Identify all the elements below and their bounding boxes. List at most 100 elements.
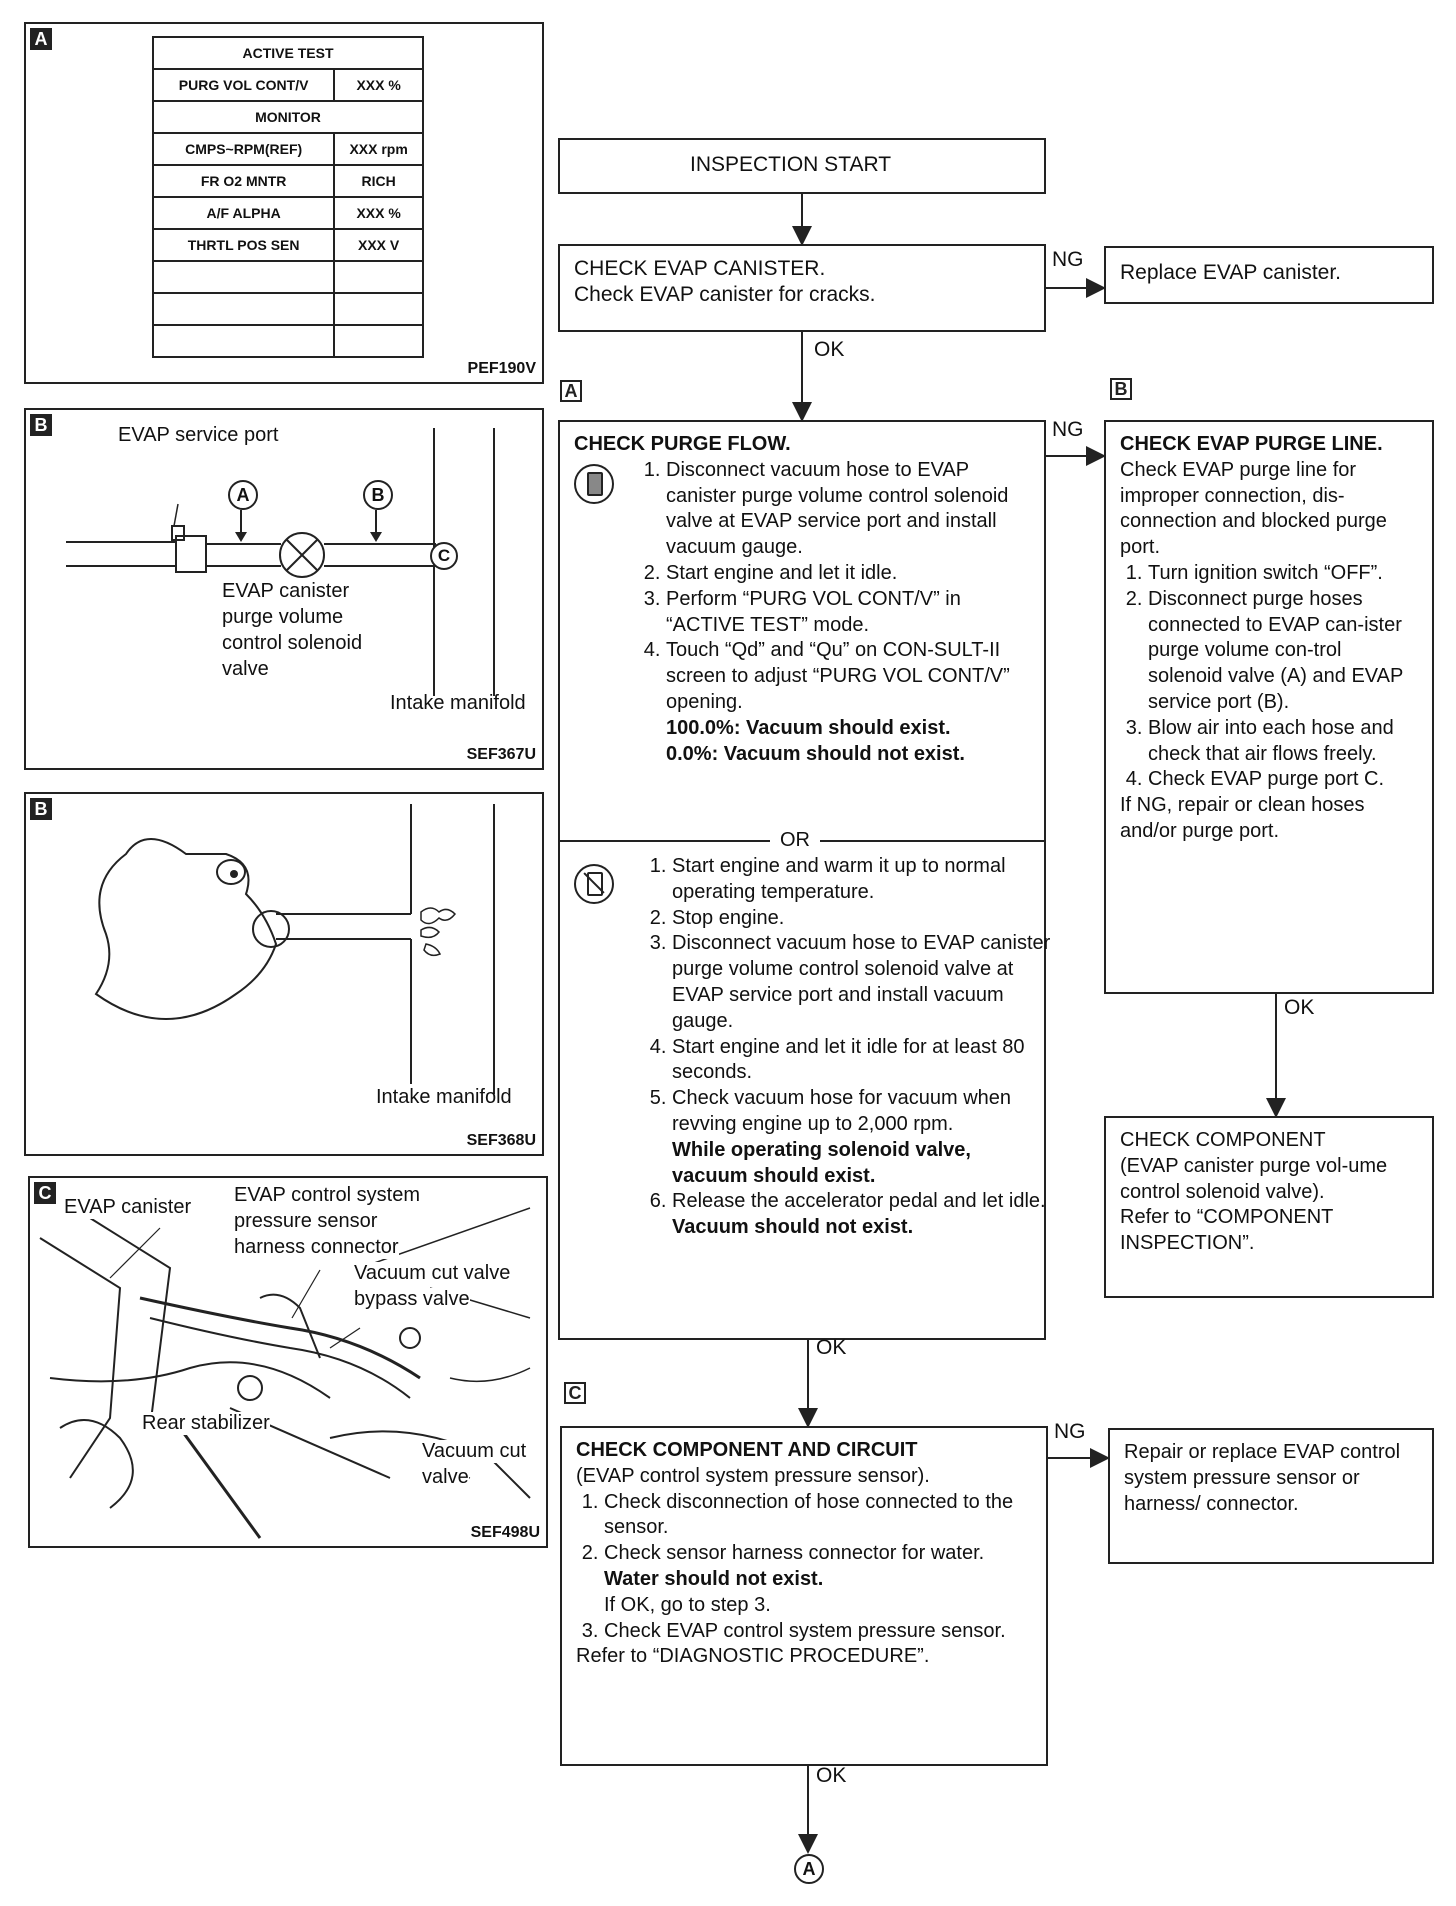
monitor-row-label: THRTL POS SEN [151, 228, 336, 262]
purge-result-2: 0.0%: Vacuum should not exist. [666, 742, 965, 765]
circuit-step-2-bold: Water should not exist. [604, 1567, 824, 1590]
purge-steps-manual: Start engine and warm it up to normal op… [652, 854, 1052, 1241]
purge-step: Disconnect vacuum hose to EVAP canister … [666, 458, 1030, 561]
ok-label: OK [1284, 996, 1315, 1019]
panel-a-code: PEF190V [467, 360, 536, 377]
flow-badge-b: B [1110, 378, 1132, 400]
stabilizer-label: Rear stabilizer [142, 1412, 270, 1435]
purg-vol-value: XXX % [333, 68, 424, 102]
repair-replace-box: Repair or replace EVAP control system pr… [1108, 1428, 1434, 1564]
purge-line-step: Turn ignition switch “OFF”. [1148, 561, 1418, 587]
ok-label: OK [816, 1336, 847, 1359]
check-canister-text: Check EVAP canister for cracks. [574, 283, 876, 306]
empty-cell [333, 260, 424, 294]
sensor-label-line: EVAP control system [234, 1184, 420, 1207]
repair-replace-text: Repair or replace EVAP control system pr… [1124, 1441, 1401, 1515]
circuit-step-2-tail: If OK, go to step 3. [604, 1593, 771, 1616]
component-refer: Refer to “COMPONENT INSPECTION”. [1120, 1206, 1333, 1255]
purge-line-steps: Turn ignition switch “OFF”. Disconnect p… [1120, 561, 1418, 793]
circuit-steps: Check disconnection of hose connected to… [576, 1490, 1032, 1645]
check-purge-line-box: CHECK EVAP PURGE LINE. Check EVAP purge … [1104, 420, 1434, 994]
circuit-step: Check sensor harness connector for water… [604, 1541, 1032, 1618]
purge-line-step: Disconnect purge hoses connected to EVAP… [1148, 587, 1418, 716]
empty-cell [151, 260, 336, 294]
panel-b2-code: SEF368U [466, 1132, 536, 1149]
purge-step: Touch “Qd” and “Qu” on CON-SULT-II scree… [666, 638, 1030, 715]
manual-step: Stop engine. [672, 906, 1052, 932]
or-label: OR [770, 828, 820, 854]
bypass-label-line: bypass valve [354, 1288, 470, 1311]
purge-line-outro: If NG, repair or clean hoses and/or purg… [1120, 794, 1365, 842]
panel-c-engine-photo: C EVAP canister EVAP control system pres… [28, 1176, 548, 1548]
empty-cell [151, 292, 336, 326]
valve-label-line: valve [222, 658, 269, 680]
panel-b1-purge-diagram: B EVAP service port A B C EVAP canister … [24, 408, 544, 770]
sensor-label-line: pressure sensor [234, 1210, 378, 1233]
manual-step-6-bold: Vacuum should not exist. [672, 1216, 914, 1239]
check-canister-title: CHECK EVAP CANISTER. [574, 257, 826, 280]
panel-b2-badge: B [30, 798, 52, 820]
cut-valve-label-line: valve [422, 1466, 469, 1489]
circle-b-marker: B [363, 480, 393, 510]
end-connector-a: A [794, 1854, 824, 1884]
inspection-start-box: INSPECTION START [558, 138, 1046, 194]
manual-step: Check vacuum hose for vacuum when revvin… [672, 1086, 1052, 1189]
consult-icon [574, 464, 614, 504]
ng-label: NG [1054, 1420, 1086, 1443]
bypass-label-line: Vacuum cut valve [354, 1262, 511, 1285]
replace-canister-box: Replace EVAP canister. [1104, 246, 1434, 304]
circuit-step: Check disconnection of hose connected to… [604, 1490, 1032, 1542]
check-component-box: CHECK COMPONENT (EVAP canister purge vol… [1104, 1116, 1434, 1298]
monitor-row-value: XXX V [333, 228, 424, 262]
panel-c-badge: C [34, 1182, 56, 1204]
purge-line-title: CHECK EVAP PURGE LINE. [1120, 433, 1383, 455]
valve-label-line: purge volume [222, 606, 344, 628]
purge-step: Start engine and let it idle. [666, 561, 1030, 587]
engine-bay-drawing [39, 1207, 531, 1539]
ok-label: OK [814, 338, 845, 361]
monitor-row-value: XXX rpm [333, 132, 424, 166]
empty-cell [333, 324, 424, 358]
purge-step: Perform “PURG VOL CONT/V” in “ACTIVE TES… [666, 587, 1030, 639]
circle-a-marker: A [228, 480, 258, 510]
inspection-start-text: INSPECTION START [690, 153, 892, 176]
flow-badge-a: A [560, 380, 582, 402]
purge-result-1: 100.0%: Vacuum should exist. [666, 716, 951, 739]
check-purge-flow-box: CHECK PURGE FLOW. Disconnect vacuum hose… [558, 420, 1050, 1340]
circuit-sub: (EVAP control system pressure sensor). [576, 1464, 930, 1487]
purge-line-step: Check EVAP purge port C. [1148, 767, 1418, 793]
purge-line-intro: Check EVAP purge line for improper conne… [1120, 458, 1387, 559]
replace-canister-text: Replace EVAP canister. [1120, 261, 1342, 284]
circle-c-marker: C [430, 542, 458, 570]
manual-step: Disconnect vacuum hose to EVAP canister … [672, 931, 1052, 1034]
manual-step-5-bold: While operating solenoid valve, vacuum s… [672, 1138, 971, 1187]
circuit-refer: Refer to “DIAGNOSTIC PROCEDURE”. [576, 1645, 930, 1668]
manual-step: Release the accelerator pedal and let id… [672, 1189, 1052, 1241]
panel-b1-code: SEF367U [466, 746, 536, 763]
sensor-label-line: harness connector [234, 1236, 399, 1259]
intake-manifold-label: Intake manifold [376, 1086, 512, 1108]
purge-line-step: Blow air into each hose and check that a… [1148, 716, 1418, 768]
panel-c-code: SEF498U [470, 1524, 540, 1541]
intake-manifold-label: Intake manifold [390, 692, 526, 714]
valve-label-line: control solenoid [222, 632, 363, 654]
check-canister-box: CHECK EVAP CANISTER. Check EVAP canister… [558, 244, 1046, 332]
blow-air-drawing [94, 804, 495, 1094]
ok-label: OK [816, 1764, 847, 1787]
monitor-row-label: CMPS~RPM(REF) [151, 132, 336, 166]
manual-step: Start engine and let it idle for at leas… [672, 1035, 1052, 1087]
circuit-title: CHECK COMPONENT AND CIRCUIT [576, 1439, 918, 1461]
purg-vol-label: PURG VOL CONT/V [151, 68, 336, 102]
panel-b1-badge: B [30, 414, 52, 436]
monitor-row-value: RICH [333, 164, 424, 198]
circuit-step: Check EVAP control system pressure senso… [604, 1619, 1032, 1645]
empty-cell [333, 292, 424, 326]
active-test-header: ACTIVE TEST [152, 36, 424, 70]
monitor-row-value: XXX % [333, 196, 424, 230]
component-title: CHECK COMPONENT [1120, 1129, 1326, 1151]
purge-steps-consult: Disconnect vacuum hose to EVAP canister … [638, 458, 1030, 716]
manual-step: Start engine and warm it up to normal op… [672, 854, 1052, 906]
canister-label: EVAP canister [64, 1196, 192, 1219]
component-text: (EVAP canister purge vol-ume control sol… [1120, 1154, 1388, 1203]
